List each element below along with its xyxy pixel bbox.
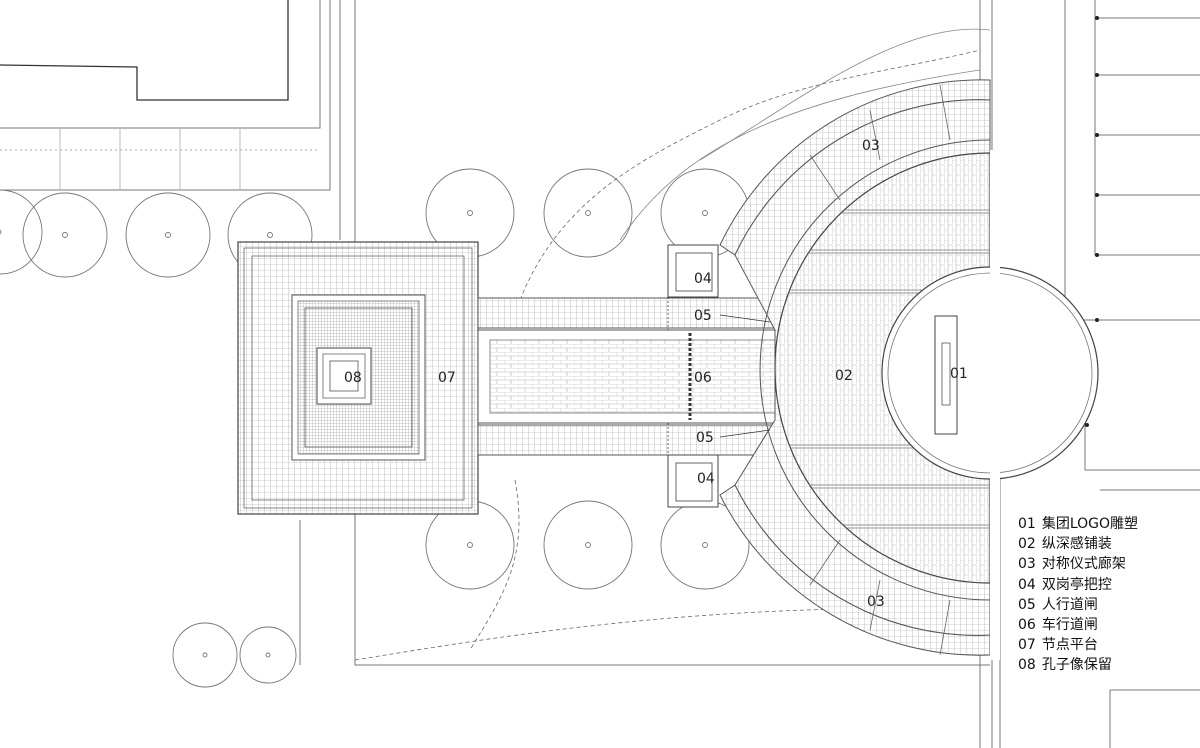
legend-text: 纵深感铺装 bbox=[1041, 536, 1112, 553]
label-02: 02 bbox=[835, 368, 853, 384]
legend: 01 集团LOGO雕塑 02 纵深感铺装 03 对称仪式廊架 04 双岗亭把控 05 人行… bbox=[1018, 514, 1193, 676]
label-03-bottom: 03 bbox=[867, 594, 885, 610]
label-01: 01 bbox=[950, 366, 968, 382]
label-08: 08 bbox=[344, 370, 362, 386]
solid-curves bbox=[619, 28, 991, 241]
legend-code: 02 bbox=[1018, 536, 1036, 553]
label-06: 06 bbox=[694, 370, 712, 386]
guard-booths bbox=[667, 244, 719, 508]
logo-sculpture bbox=[881, 150, 1099, 660]
label-05-top: 05 bbox=[694, 308, 712, 324]
label-05-bottom: 05 bbox=[696, 430, 714, 446]
legend-code: 01 bbox=[1018, 516, 1036, 532]
legend-code: 06 bbox=[1018, 617, 1036, 634]
pedestrian-paths bbox=[477, 297, 779, 456]
label-04-bottom: 04 bbox=[697, 471, 715, 487]
legend-item: 06 车行道闸 bbox=[1018, 615, 1193, 635]
legend-item: 04 双岗亭把控 bbox=[1018, 575, 1193, 595]
legend-text: 节点平台 bbox=[1041, 637, 1098, 654]
legend-item: 03 对称仪式廊架 bbox=[1018, 554, 1193, 574]
legend-text: 对称仪式廊架 bbox=[1041, 556, 1126, 573]
legend-code: 03 bbox=[1018, 556, 1036, 573]
legend-code: 05 bbox=[1018, 596, 1036, 613]
context-dots bbox=[1085, 16, 1099, 427]
node-platform bbox=[237, 241, 479, 515]
semicircle-plaza bbox=[719, 79, 991, 656]
legend-item: 01 集团LOGO雕塑 bbox=[1018, 514, 1193, 534]
legend-item: 05 人行道闸 bbox=[1018, 595, 1193, 615]
legend-code: 08 bbox=[1018, 657, 1036, 674]
legend-item: 07 节点平台 bbox=[1018, 635, 1193, 655]
label-07: 07 bbox=[438, 370, 456, 386]
gates bbox=[667, 297, 771, 455]
legend-code: 07 bbox=[1018, 637, 1036, 654]
legend-text: 孔子像保留 bbox=[1041, 657, 1112, 674]
legend-code: 04 bbox=[1018, 576, 1036, 593]
legend-text: 集团LOGO雕塑 bbox=[1041, 516, 1139, 532]
label-04-top: 04 bbox=[694, 271, 712, 287]
label-03-top: 03 bbox=[862, 138, 880, 154]
legend-item: 02 纵深感铺装 bbox=[1018, 534, 1193, 554]
legend-text: 双岗亭把控 bbox=[1041, 576, 1112, 593]
legend-text: 人行道闸 bbox=[1041, 596, 1098, 613]
legend-text: 车行道闸 bbox=[1041, 617, 1098, 634]
legend-item: 08 孔子像保留 bbox=[1018, 655, 1193, 675]
